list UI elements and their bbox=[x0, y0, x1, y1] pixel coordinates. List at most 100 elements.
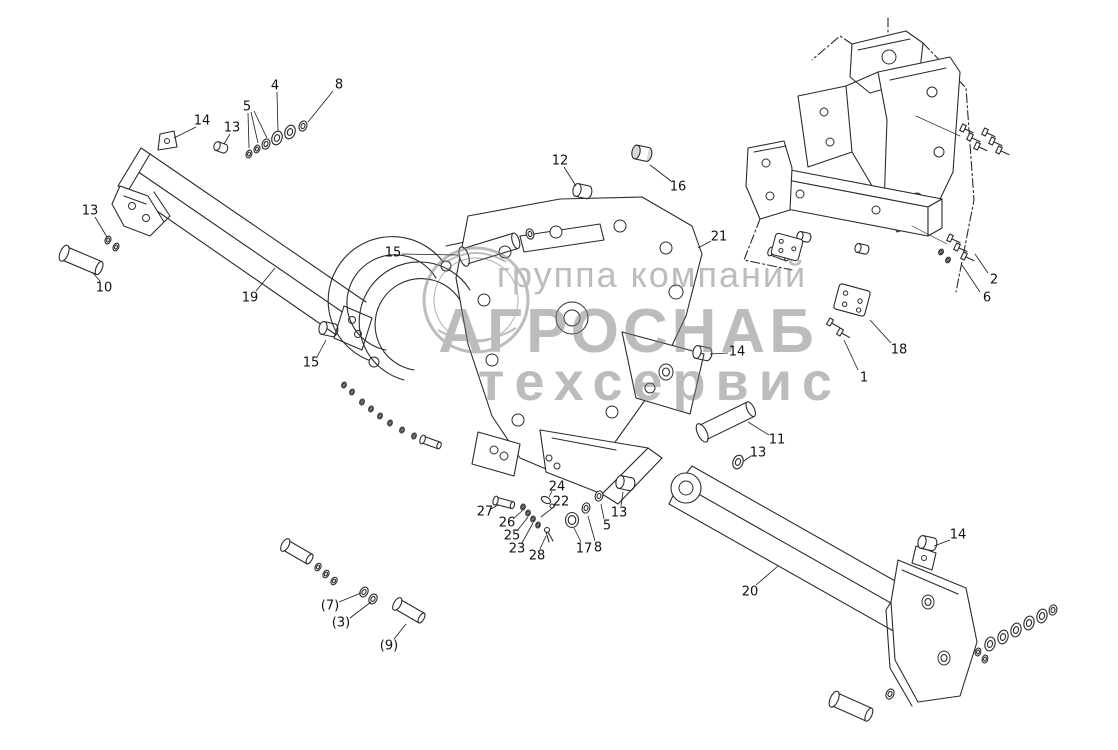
leader-line bbox=[743, 455, 752, 462]
leader-line bbox=[516, 516, 529, 532]
leader-line bbox=[401, 253, 459, 256]
lower-clevis bbox=[471, 431, 521, 477]
leader-line bbox=[316, 339, 327, 358]
callout-13: 13 bbox=[223, 121, 241, 145]
part-number-label: 15 bbox=[303, 356, 320, 371]
part-number-label: 10 bbox=[96, 281, 113, 296]
callout-27: 27 bbox=[477, 505, 499, 520]
part-number-label: 5 bbox=[603, 519, 611, 534]
leader-line bbox=[393, 623, 407, 640]
callout-22: 22 bbox=[540, 495, 569, 518]
hook-bracket bbox=[111, 185, 165, 237]
washers-13-left bbox=[103, 234, 121, 253]
part-number-label: 13 bbox=[750, 446, 767, 461]
callout-8: 8 bbox=[587, 515, 602, 556]
bolts-1 bbox=[825, 317, 852, 342]
part-number-label: 20 bbox=[742, 585, 759, 600]
callout-14: 14 bbox=[709, 345, 746, 360]
part-number-label: (3) bbox=[332, 616, 350, 631]
leader-line bbox=[974, 253, 989, 274]
clamp-plate-18 bbox=[833, 283, 871, 317]
lug-plate-right bbox=[621, 331, 705, 415]
watermark-line1: группа компаний bbox=[497, 254, 807, 295]
bushing-13-upper bbox=[212, 140, 230, 155]
callout-17: 17 bbox=[573, 527, 592, 557]
callout-13: 13 bbox=[611, 491, 628, 521]
leader-line bbox=[709, 352, 729, 355]
part-number-label: 25 bbox=[504, 529, 521, 544]
callout-3: (3) bbox=[332, 601, 372, 631]
watermark: группа компаний АГРОСНАБ техсервис bbox=[422, 246, 832, 412]
part-number-label: 24 bbox=[549, 480, 566, 495]
callout-5: 5 bbox=[243, 100, 268, 149]
washer-13-mid bbox=[730, 453, 746, 471]
leader-line bbox=[247, 112, 250, 149]
callout-21: 21 bbox=[697, 230, 728, 249]
bolt-group-2 bbox=[959, 123, 1011, 159]
part-number-label: 26 bbox=[499, 516, 516, 531]
part-number-label: 13 bbox=[611, 506, 628, 521]
leader-line bbox=[512, 509, 524, 520]
end-bracket bbox=[890, 559, 978, 703]
callout-13: 13 bbox=[82, 204, 108, 238]
leader-line bbox=[349, 601, 372, 619]
leader-line bbox=[94, 216, 108, 238]
leader-line bbox=[755, 565, 779, 586]
callout-15: 15 bbox=[385, 246, 459, 261]
leader-line bbox=[843, 339, 859, 371]
callout-1: 1 bbox=[843, 339, 868, 386]
part-number-label: (7) bbox=[321, 599, 339, 614]
part-number-label: 16 bbox=[670, 180, 687, 195]
leader-line bbox=[276, 91, 279, 132]
part-number-label: 18 bbox=[891, 343, 908, 358]
part-number-label: 13 bbox=[82, 204, 99, 219]
callout-13: 13 bbox=[743, 446, 767, 462]
callout-14: 14 bbox=[173, 114, 210, 139]
cotter-pin-28 bbox=[543, 526, 554, 543]
part-number-label: 14 bbox=[729, 345, 746, 360]
callout-9: (9) bbox=[380, 623, 407, 654]
callout-25: 25 bbox=[504, 516, 529, 544]
part-number-label: 8 bbox=[594, 541, 602, 556]
upper-left-beam bbox=[111, 130, 373, 351]
leader-line bbox=[620, 491, 624, 507]
bottom-gusset bbox=[539, 429, 663, 505]
washer-17 bbox=[564, 511, 580, 529]
part-number-label: 21 bbox=[711, 230, 728, 245]
callout-20: 20 bbox=[742, 565, 779, 600]
callout-28: 28 bbox=[529, 535, 547, 564]
part-number-label: 6 bbox=[983, 291, 991, 306]
washer-stack-upper-left bbox=[244, 119, 309, 160]
washer-chain-right bbox=[973, 603, 1059, 665]
part-number-label: 13 bbox=[224, 121, 241, 136]
leader-line bbox=[649, 164, 672, 182]
bushing-16 bbox=[631, 144, 653, 162]
part-number-label: 15 bbox=[385, 246, 402, 261]
leader-line bbox=[91, 271, 101, 282]
upper-right-frame bbox=[743, 17, 975, 293]
callout-10: 10 bbox=[91, 271, 113, 296]
pin-10 bbox=[56, 243, 106, 278]
callout-23: 23 bbox=[509, 522, 534, 557]
leader-line bbox=[250, 111, 259, 144]
callout-12: 12 bbox=[552, 154, 577, 187]
part-number-label: 4 bbox=[271, 79, 279, 94]
callout-16: 16 bbox=[649, 164, 687, 195]
leader-line bbox=[933, 539, 951, 547]
left-plate bbox=[797, 85, 853, 168]
leader-line bbox=[573, 527, 582, 543]
linkage-cluster bbox=[491, 474, 637, 543]
part-number-label: 1 bbox=[860, 371, 868, 386]
part-number-label: 2 bbox=[990, 273, 998, 288]
callout-24: 24 bbox=[548, 480, 566, 498]
leader-line bbox=[173, 126, 197, 139]
part-number-label: 5 bbox=[243, 100, 251, 115]
curved-hook-plates bbox=[327, 236, 471, 381]
leader-line bbox=[540, 505, 556, 518]
leader-line bbox=[255, 267, 276, 292]
callout-15: 15 bbox=[303, 339, 327, 371]
part-number-label: 8 bbox=[335, 78, 343, 93]
